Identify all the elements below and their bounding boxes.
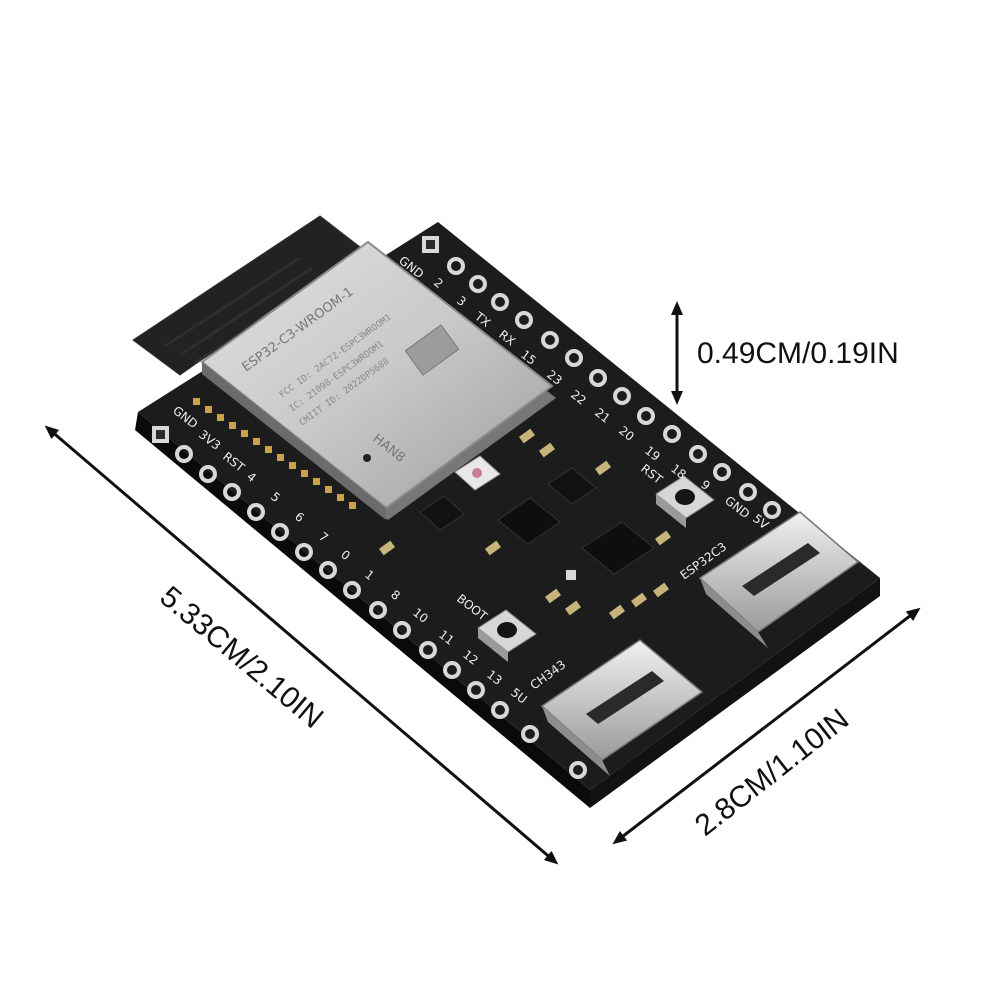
height-dimension: 0.49CM/0.19IN xyxy=(671,301,899,405)
module-dot xyxy=(363,454,371,462)
ic-chip-3 xyxy=(547,467,597,505)
width-arrow xyxy=(612,607,921,845)
height-label: 0.49CM/0.19IN xyxy=(697,337,899,370)
dev-board: ESP32-C3-WROOM-1 FCC ID: 2AC7Z-ESPC3WROO… xyxy=(132,215,880,808)
rst-button xyxy=(655,475,715,528)
module-qr xyxy=(404,324,460,376)
right-header-holes xyxy=(422,236,781,519)
length-label: 5.33CM/2.10IN xyxy=(154,580,330,735)
ic-chip-2 xyxy=(581,521,655,575)
length-arrow xyxy=(44,425,559,865)
